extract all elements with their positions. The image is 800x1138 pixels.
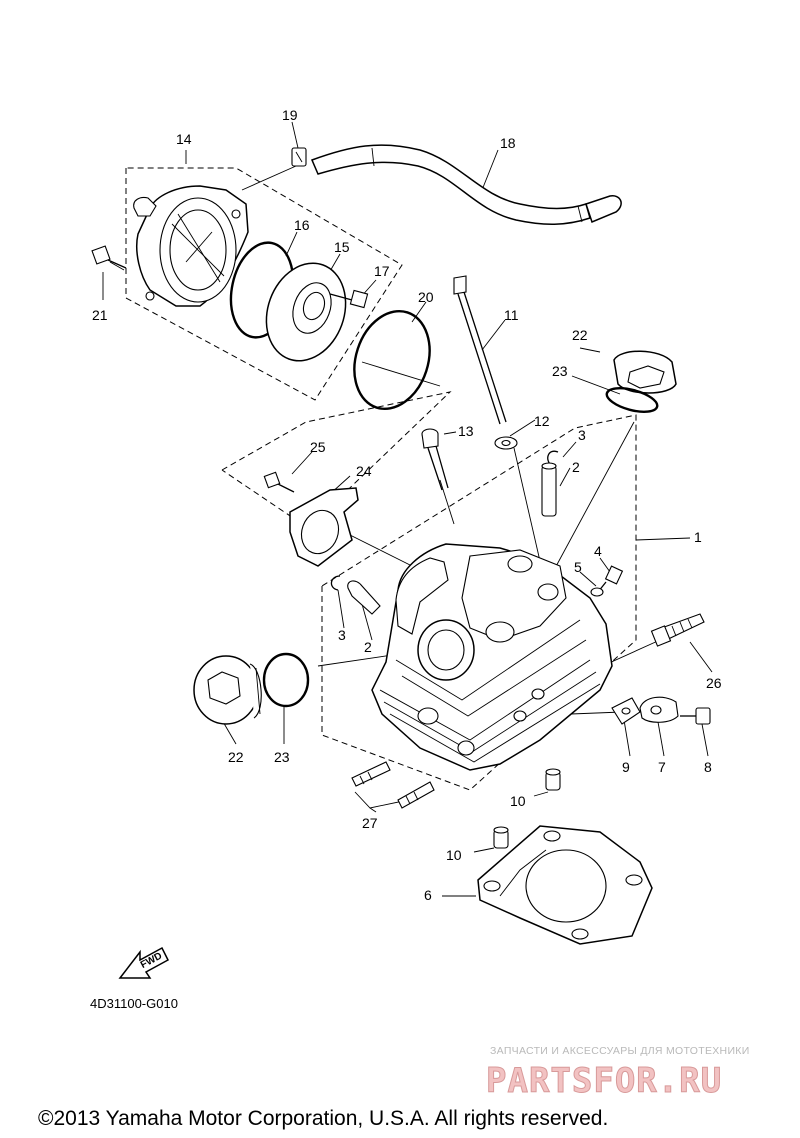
- callout-labels: 1 2 2 3 3 4 5 6 7 8 9 10 10 11 12 13 14 …: [92, 107, 722, 903]
- label-10-upper: 10: [510, 793, 526, 809]
- lower-plug: [193, 652, 310, 725]
- label-23-lower: 23: [274, 749, 290, 765]
- label-18: 18: [500, 135, 516, 151]
- label-19: 19: [282, 107, 298, 123]
- long-stud-bolt: [453, 275, 507, 425]
- watermark-tagline: ЗАПЧАСТИ И АКСЕССУАРЫ ДЛЯ МОТОТЕХНИКИ: [490, 1045, 750, 1057]
- hose-clip: [291, 147, 307, 167]
- label-22-upper: 22: [572, 327, 588, 343]
- upper-cap: [605, 350, 677, 413]
- spark-plug: [650, 613, 705, 647]
- label-5: 5: [574, 559, 582, 575]
- label-21: 21: [92, 307, 108, 323]
- label-8: 8: [704, 759, 712, 775]
- label-9: 9: [622, 759, 630, 775]
- breather-hose: [310, 144, 622, 226]
- stud-washer: [494, 436, 518, 450]
- label-10-lower: 10: [446, 847, 462, 863]
- label-1: 1: [694, 529, 702, 545]
- label-27: 27: [362, 815, 378, 831]
- side-plate-assembly: [611, 696, 711, 725]
- copyright-notice: ©2013 Yamaha Motor Corporation, U.S.A. A…: [38, 1107, 608, 1130]
- watermark: ЗАПЧАСТИ И АКСЕССУАРЫ ДЛЯ МОТОТЕХНИКИ PA…: [486, 1045, 750, 1102]
- label-13: 13: [458, 423, 474, 439]
- label-3-right: 3: [578, 427, 586, 443]
- label-20: 20: [418, 289, 434, 305]
- label-15: 15: [334, 239, 350, 255]
- label-26: 26: [706, 675, 722, 691]
- cylinder-head: [371, 543, 613, 771]
- cover-plate: [265, 262, 347, 362]
- head-bolt: [421, 428, 449, 491]
- label-12: 12: [534, 413, 550, 429]
- stud-bolts: [351, 761, 435, 809]
- label-4: 4: [594, 543, 602, 559]
- cylinder-head-cover: [133, 185, 249, 307]
- dowel-pins: [493, 768, 561, 849]
- forward-arrow: FWD: [118, 946, 169, 979]
- label-6: 6: [424, 887, 432, 903]
- label-2-right: 2: [572, 459, 580, 475]
- cover-bolt: [91, 245, 127, 271]
- label-11: 11: [504, 307, 519, 323]
- label-16: 16: [294, 217, 310, 233]
- group-outlines: [125, 167, 637, 791]
- valve-guide-right: [541, 450, 559, 517]
- label-3-left: 3: [338, 627, 346, 643]
- label-23-upper: 23: [552, 363, 568, 379]
- diagram-code: 4D31100-G010: [90, 996, 178, 1011]
- label-2-left: 2: [364, 639, 372, 655]
- small-bolt-washer: [590, 565, 624, 597]
- intake-joint: [289, 487, 359, 567]
- valve-guide-left: [330, 575, 381, 615]
- watermark-brand: PARTSFOR.RU: [486, 1061, 722, 1101]
- label-14: 14: [176, 131, 192, 147]
- label-7: 7: [658, 759, 666, 775]
- label-17: 17: [374, 263, 390, 279]
- label-25: 25: [310, 439, 326, 455]
- plate-bolt: [329, 289, 369, 309]
- label-24: 24: [356, 463, 372, 479]
- large-o-ring: [353, 309, 431, 411]
- joint-bolt: [263, 471, 295, 493]
- head-gasket: [477, 825, 653, 945]
- label-22-lower: 22: [228, 749, 244, 765]
